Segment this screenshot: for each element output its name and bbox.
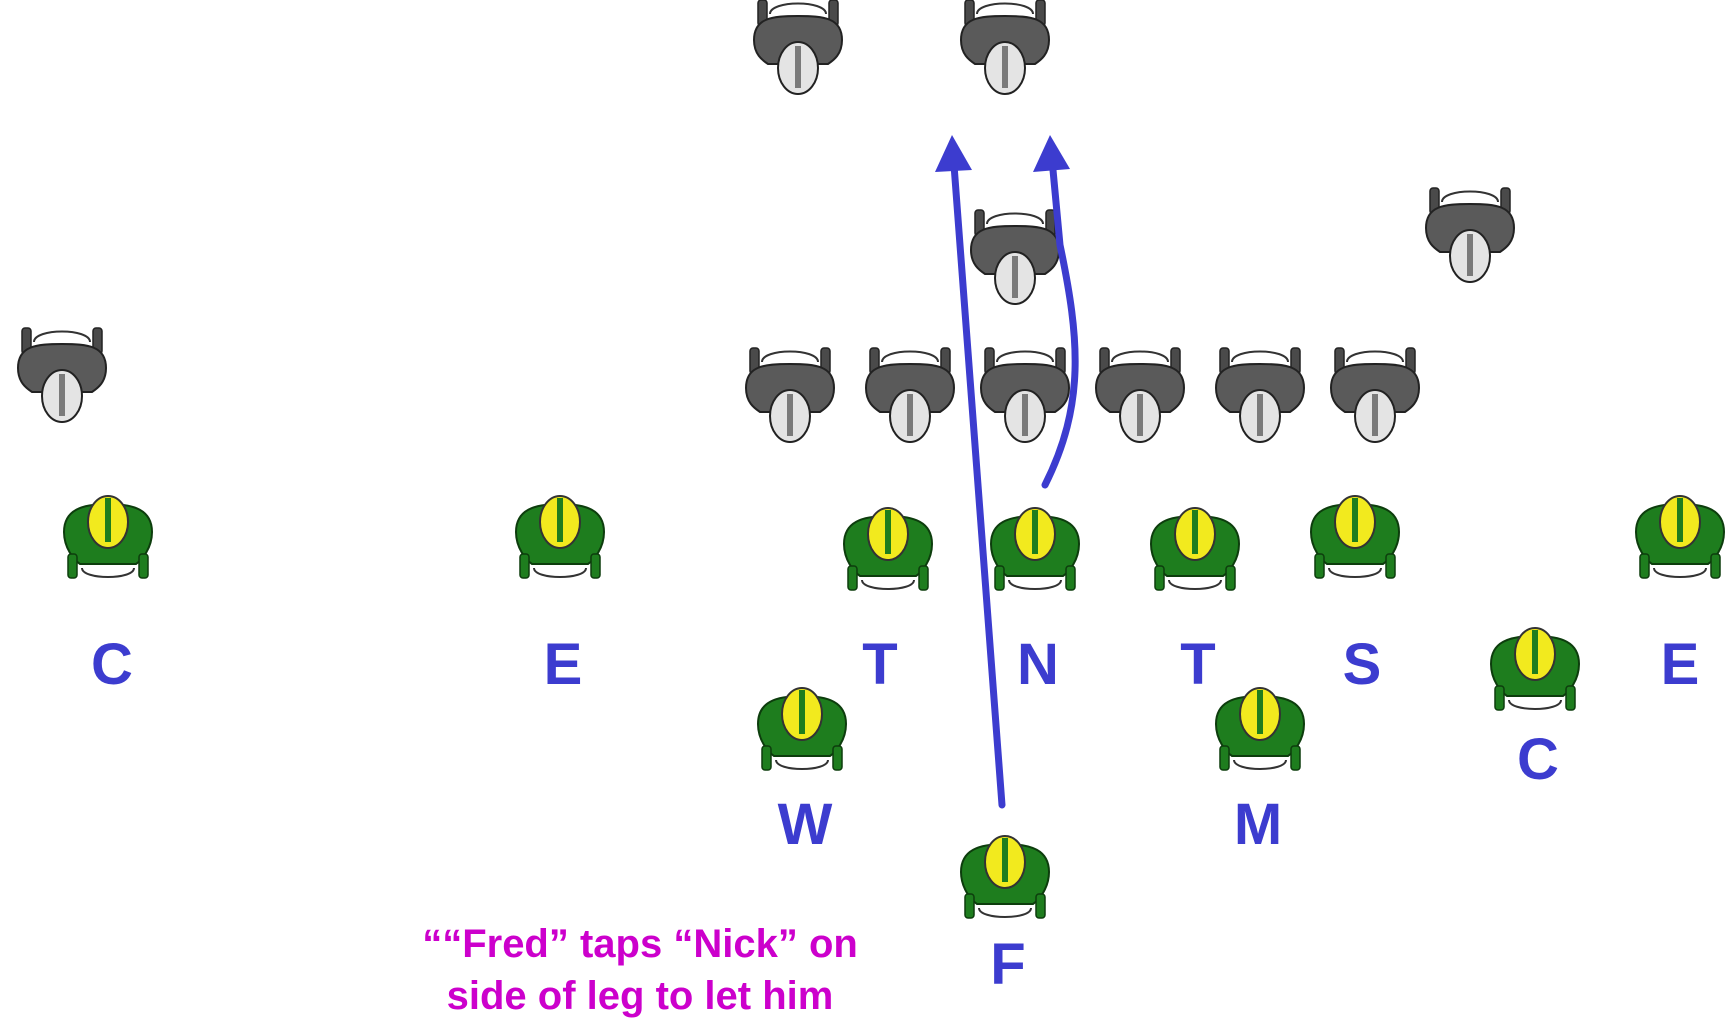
coaching-note-line-1: ““Fred” taps “Nick” on (422, 922, 858, 966)
route-arrows (935, 135, 1079, 809)
position-label-n: N (1017, 632, 1059, 697)
position-label-e-left: E (543, 632, 583, 697)
formation-diagram (17, 0, 1725, 919)
offensive-player-icon (753, 0, 843, 95)
position-label-s: S (1342, 632, 1382, 697)
defensive-player-icon (1310, 495, 1400, 579)
position-label-t-left: T (862, 632, 898, 697)
coaching-note-line-2: side of leg to let him (446, 974, 834, 1018)
defensive-player-icon (1635, 495, 1725, 579)
position-label-e-right: E (1660, 632, 1700, 697)
offensive-player-icon (745, 347, 835, 443)
defensive-player-icon (990, 507, 1080, 591)
route-arrow-f-upfield (950, 161, 1006, 809)
offensive-player-icon (1095, 347, 1185, 443)
position-label-t-right: T (1180, 632, 1216, 697)
defensive-player-icon (515, 495, 605, 579)
route-arrow-n-upfield (1041, 166, 1079, 489)
offensive-player-icon (960, 0, 1050, 95)
offensive-player-icon (865, 347, 955, 443)
arrowhead-n (1033, 135, 1070, 172)
offensive-player-icon (980, 347, 1070, 443)
offensive-player-icon (1330, 347, 1420, 443)
arrowhead-f (935, 135, 972, 172)
defensive-player-icon (1490, 627, 1580, 711)
position-label-c-right: C (1517, 727, 1559, 792)
offense-players (17, 0, 1515, 443)
offensive-player-icon (1215, 347, 1305, 443)
offensive-player-icon (1425, 187, 1515, 283)
defensive-player-icon (843, 507, 933, 591)
defensive-player-icon (63, 495, 153, 579)
offensive-player-icon (17, 327, 107, 423)
position-label-f: F (990, 932, 1026, 997)
position-label-m: M (1233, 792, 1283, 857)
defensive-player-icon (757, 687, 847, 771)
defensive-player-icon (960, 835, 1050, 919)
coaching-note: ““Fred” taps “Nick” on side of leg to le… (330, 918, 950, 1022)
position-label-c-left: C (91, 632, 133, 697)
defensive-player-icon (1150, 507, 1240, 591)
defensive-player-icon (1215, 687, 1305, 771)
defense-players (63, 495, 1725, 919)
position-label-w: W (777, 792, 833, 857)
offensive-player-icon (970, 209, 1060, 305)
